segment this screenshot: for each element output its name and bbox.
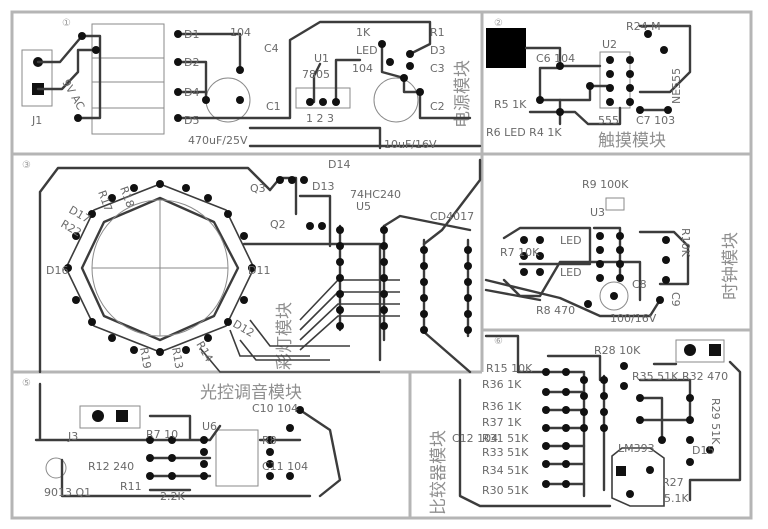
label-d11: D11: [248, 264, 270, 277]
label-cap-value: 100/16V: [610, 312, 657, 325]
module-number-5: ⑤: [22, 378, 31, 389]
label-r15: R15 10K: [486, 362, 533, 375]
label-c104b: 104: [352, 62, 373, 75]
label-j1: J1: [31, 114, 42, 127]
label-d2: D2: [184, 56, 199, 69]
label-r36b: R36 1K: [482, 400, 522, 413]
label-d15: D15: [692, 444, 714, 457]
module-title-clock: 时钟模块: [721, 232, 741, 300]
label-d5: D5: [184, 114, 199, 127]
label-c2-value: 10uF/16V: [384, 138, 437, 151]
label-u5: U5: [356, 200, 371, 213]
label-q1: 9013 Q1: [44, 486, 91, 499]
label-c9: C9: [669, 292, 682, 307]
clock-module: [484, 197, 690, 318]
label-r31: R31 51K: [482, 432, 529, 445]
label-c6: C6 104: [536, 52, 575, 65]
label-c12: C12 104: [452, 432, 498, 445]
label-r30: R30 51K: [482, 484, 529, 497]
label-u2: U2: [602, 38, 617, 51]
label-r17: R17: [95, 189, 115, 214]
module-title-comparator: 比较器模块: [429, 430, 449, 515]
label-d4: D4: [184, 86, 199, 99]
label-c1: C1: [266, 100, 281, 113]
label-d13: D13: [312, 180, 334, 193]
label-r36: R36 1K: [482, 378, 522, 391]
label-ne555: NE555: [670, 68, 683, 104]
module-title-touch: 触摸模块: [598, 131, 666, 151]
label-u1-part: 7805: [302, 68, 330, 81]
label-c2: C2: [430, 100, 445, 113]
label-ac: 9V AC: [59, 77, 87, 112]
label-q2: Q2: [270, 218, 286, 231]
label-c4: C4: [264, 42, 279, 55]
label-lm393: LM393: [618, 442, 655, 455]
module-title-light-sound: 光控调音模块: [200, 383, 302, 403]
label-r27: R27: [662, 476, 684, 489]
light-control-module: [34, 382, 342, 498]
label-cd4017: CD4017: [430, 210, 474, 223]
label-r6: R6 LED R4 1K: [486, 126, 562, 139]
label-r1: R1: [430, 26, 445, 39]
label-r34: R34 51K: [482, 464, 529, 477]
label-c1-value: 470uF/25V: [188, 134, 248, 147]
label-r8-470: R8 470: [536, 304, 575, 317]
label-r2k: 2.2K: [160, 490, 185, 503]
label-j3: J3: [67, 430, 78, 443]
label-u3: U3: [590, 206, 605, 219]
label-c7: C7 103: [636, 114, 675, 127]
label-r29: R29 51K: [709, 398, 722, 445]
label-r10k: R10K: [679, 228, 692, 258]
module-number-2: ②: [494, 18, 503, 29]
label-r9: R9 100K: [582, 178, 629, 191]
label-d16: D16: [46, 264, 68, 277]
label-c11: C11 104: [262, 460, 308, 473]
label-r7-10: R7 10: [146, 428, 178, 441]
module-number-1: ①: [62, 18, 71, 29]
power-module: [21, 20, 482, 150]
label-r7-10k: R7 10K: [500, 246, 540, 259]
label-555: 555: [598, 114, 619, 127]
label-c10: C10 104: [252, 402, 298, 415]
label-pins: 1 2 3: [306, 112, 334, 125]
label-led: LED: [356, 44, 378, 57]
module-title-power: 电源模块: [453, 60, 473, 128]
label-r12: R12 240: [88, 460, 134, 473]
label-r11: R11: [120, 480, 142, 493]
label-c3: C3: [430, 62, 445, 75]
label-u1: U1: [314, 52, 329, 65]
label-r19: R19: [137, 346, 154, 370]
label-q3: Q3: [250, 182, 266, 195]
label-r35: R35 51K: [632, 370, 679, 383]
label-r5: R5 1K: [494, 98, 527, 111]
label-led2: LED: [560, 266, 582, 279]
label-led1: LED: [560, 234, 582, 247]
label-r1k: 1K: [356, 26, 371, 39]
label-r27-value: 5.1K: [664, 492, 689, 505]
module-number-6: ⑥: [494, 336, 503, 347]
module-number-3: ③: [22, 160, 31, 171]
touch-module: [486, 24, 692, 126]
label-d3: D3: [430, 44, 445, 57]
label-d1: D1: [184, 28, 199, 41]
comparator-module: [458, 334, 742, 508]
label-74hc240: 74HC240: [350, 188, 401, 201]
label-r37: R37 1K: [482, 416, 522, 429]
lamp-module: [38, 158, 482, 374]
label-r13: R13: [169, 346, 186, 370]
label-c104a: 104: [230, 26, 251, 39]
label-r32: R32 470: [682, 370, 728, 383]
label-d14: D14: [328, 158, 350, 171]
label-c8: C8: [632, 278, 647, 291]
label-u6: U6: [202, 420, 217, 433]
label-r8b: R8: [262, 434, 277, 447]
label-d12: D12: [231, 317, 257, 339]
label-r33: R33 51K: [482, 446, 529, 459]
label-r14: R14: [193, 339, 215, 364]
label-r24: R24 M: [626, 20, 661, 33]
module-title-lamp: 彩灯模块: [275, 302, 295, 370]
label-r28: R28 10K: [594, 344, 641, 357]
